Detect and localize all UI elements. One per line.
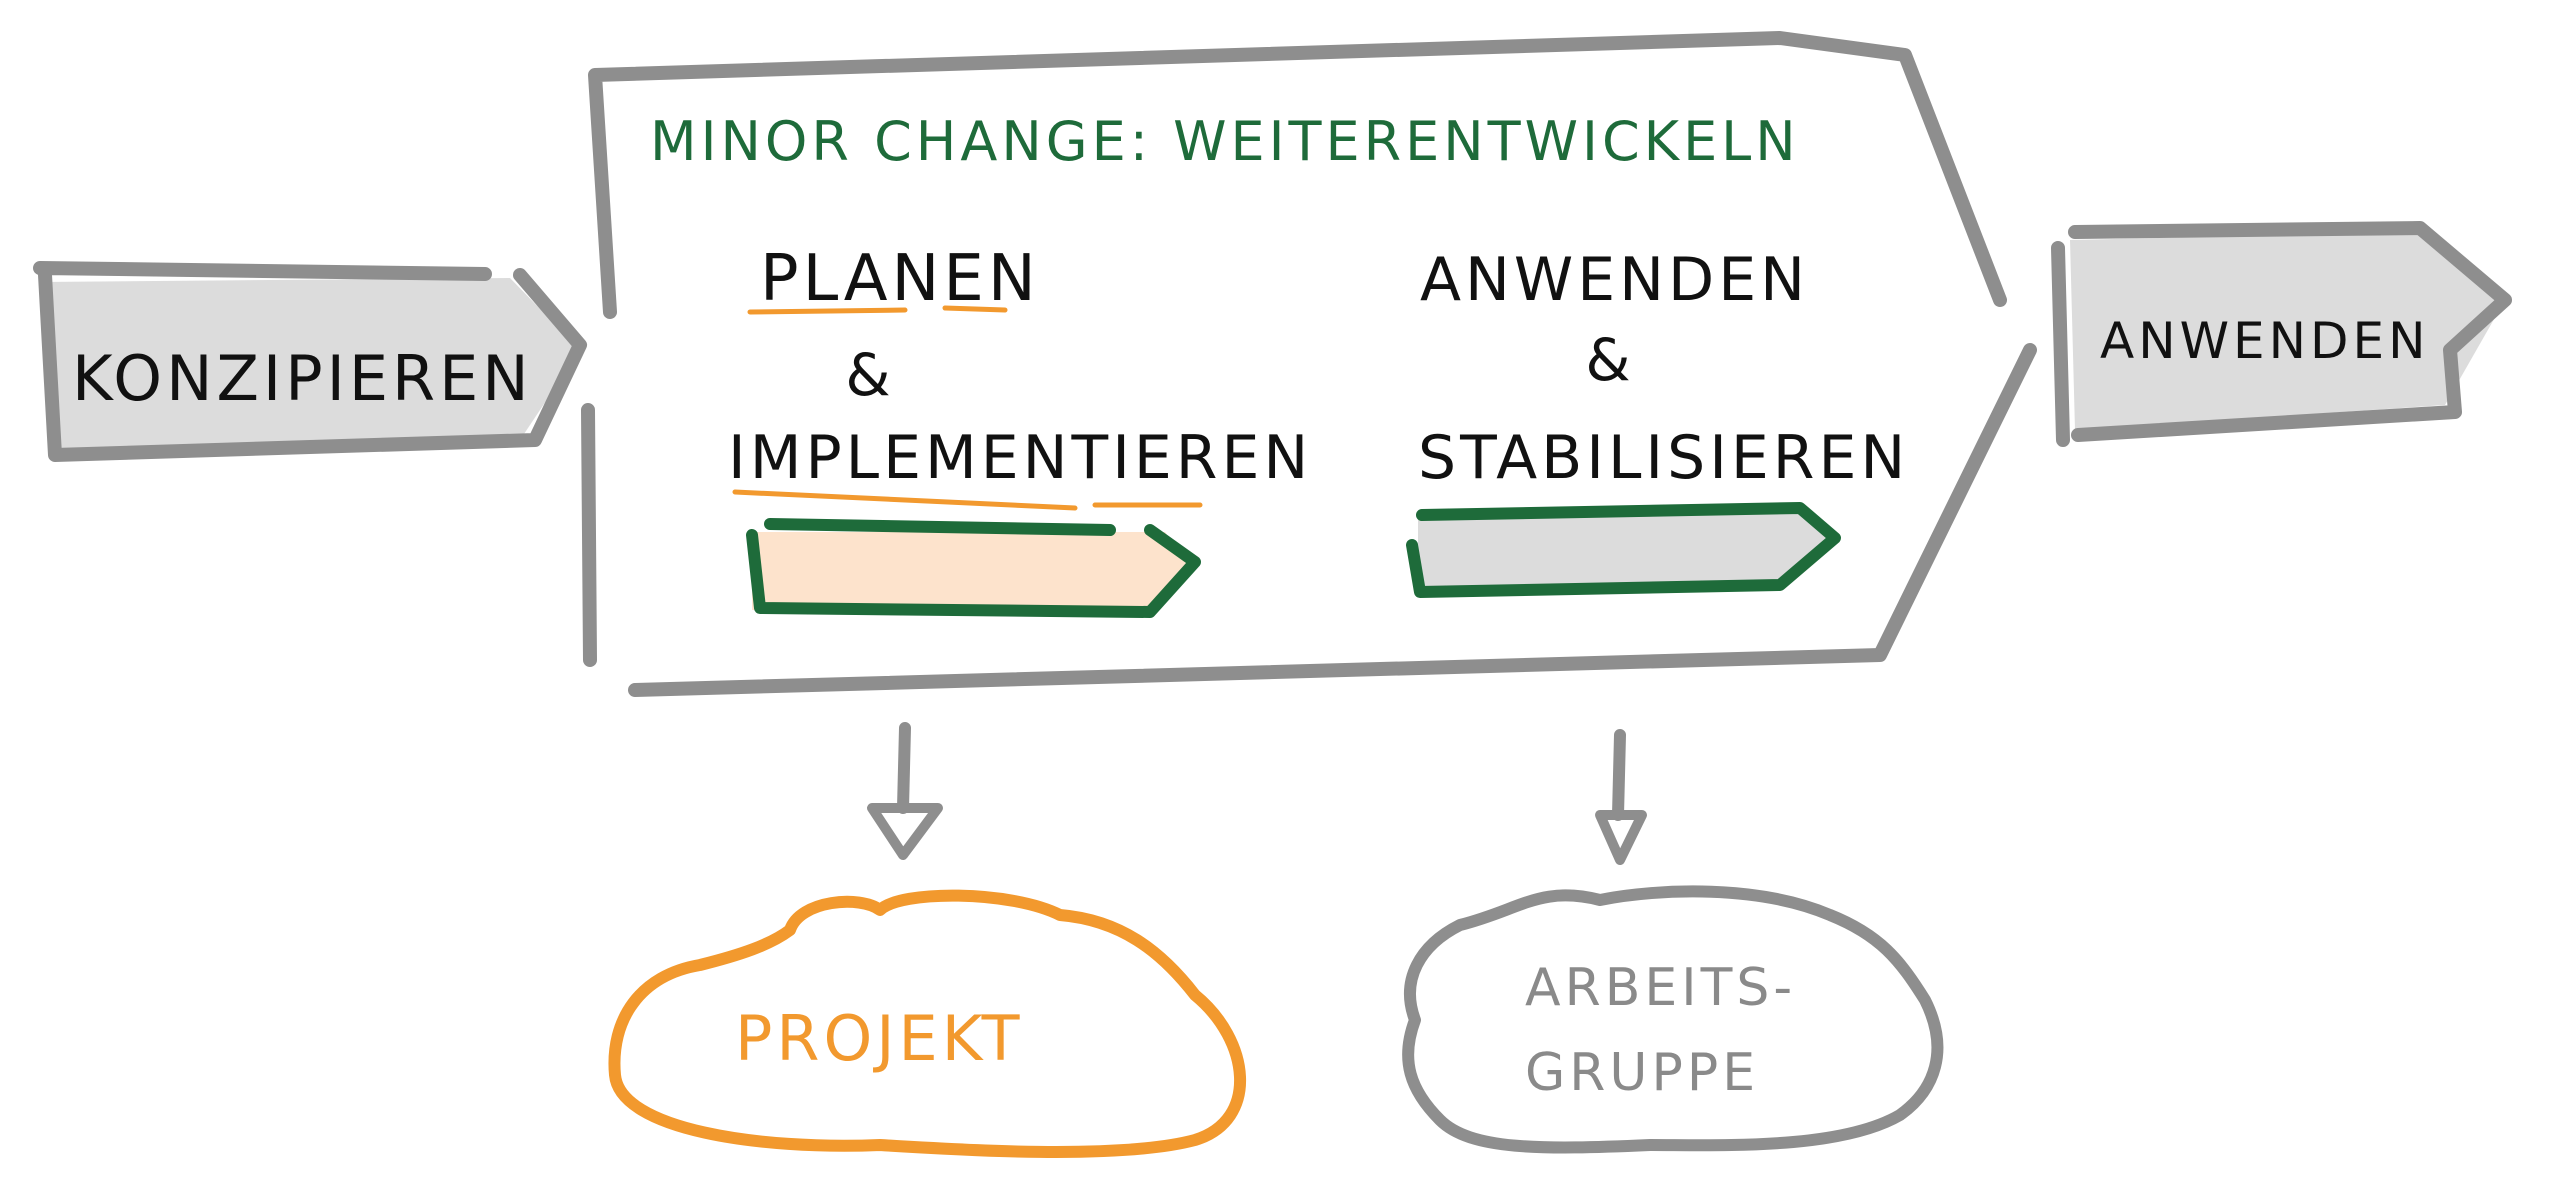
main-frame-left-outline <box>581 403 597 667</box>
arrow-to-projekt-head <box>867 803 943 860</box>
phase-anwenden-amp: & <box>1585 326 1634 394</box>
cloud-arbeitsgruppe: Arbeits- Gruppe <box>1402 885 1944 1154</box>
main-frame: Minor Change: Weiterentwickeln <box>581 31 2037 697</box>
cloud-projekt-outline <box>608 889 1247 1158</box>
cloud-projekt-label: Projekt <box>735 1002 1023 1075</box>
cloud-arbeitsgruppe-outline <box>1402 885 1944 1154</box>
phase-anwenden: Anwenden & Stabilisieren <box>1406 245 1909 598</box>
main-frame-bottom-outline <box>628 343 2037 697</box>
arrow-to-arbeitsgruppe-head <box>1595 810 1647 865</box>
cloud-arbeitsgruppe-line1: Arbeits- <box>1525 958 1796 1018</box>
implementieren-underline <box>732 489 1203 511</box>
phase-anwenden-arrow-fill <box>1418 510 1835 592</box>
arrow-to-projekt <box>867 722 943 860</box>
konzipieren-box-fill <box>40 278 580 455</box>
arrow-to-arbeitsgruppe-shaft <box>1612 729 1626 821</box>
main-frame-top-outline <box>588 31 2007 319</box>
arrow-to-arbeitsgruppe <box>1595 729 1647 865</box>
anwenden-box-outline <box>2051 221 2512 447</box>
phase-planen-arrow-outline <box>746 518 1201 618</box>
arrow-to-projekt-shaft <box>897 722 911 814</box>
phase-planen-amp: & <box>845 341 894 409</box>
cloud-projekt: Projekt <box>608 889 1247 1158</box>
phase-anwenden-line2: Stabilisieren <box>1418 423 1909 493</box>
phase-anwenden-line1: Anwenden <box>1420 245 1809 315</box>
konzipieren-box: Konzipieren <box>33 261 587 462</box>
phase-anwenden-arrow-outline <box>1406 502 1841 598</box>
phase-planen-line2: Implementieren <box>728 423 1312 493</box>
anwenden-box: Anwenden <box>2051 221 2512 447</box>
cloud-arbeitsgruppe-line2: Gruppe <box>1525 1043 1759 1103</box>
phase-planen: Planen & Implementieren <box>728 242 1312 618</box>
anwenden-box-label: Anwenden <box>2100 312 2430 370</box>
planen-underline <box>747 305 1008 315</box>
konzipieren-box-outline <box>33 261 587 462</box>
main-title: Minor Change: Weiterentwickeln <box>650 110 1800 173</box>
phase-planen-line1: Planen <box>760 242 1040 316</box>
konzipieren-label: Konzipieren <box>72 342 533 415</box>
phase-planen-arrow-fill <box>752 532 1190 612</box>
anwenden-box-fill <box>2070 232 2505 430</box>
